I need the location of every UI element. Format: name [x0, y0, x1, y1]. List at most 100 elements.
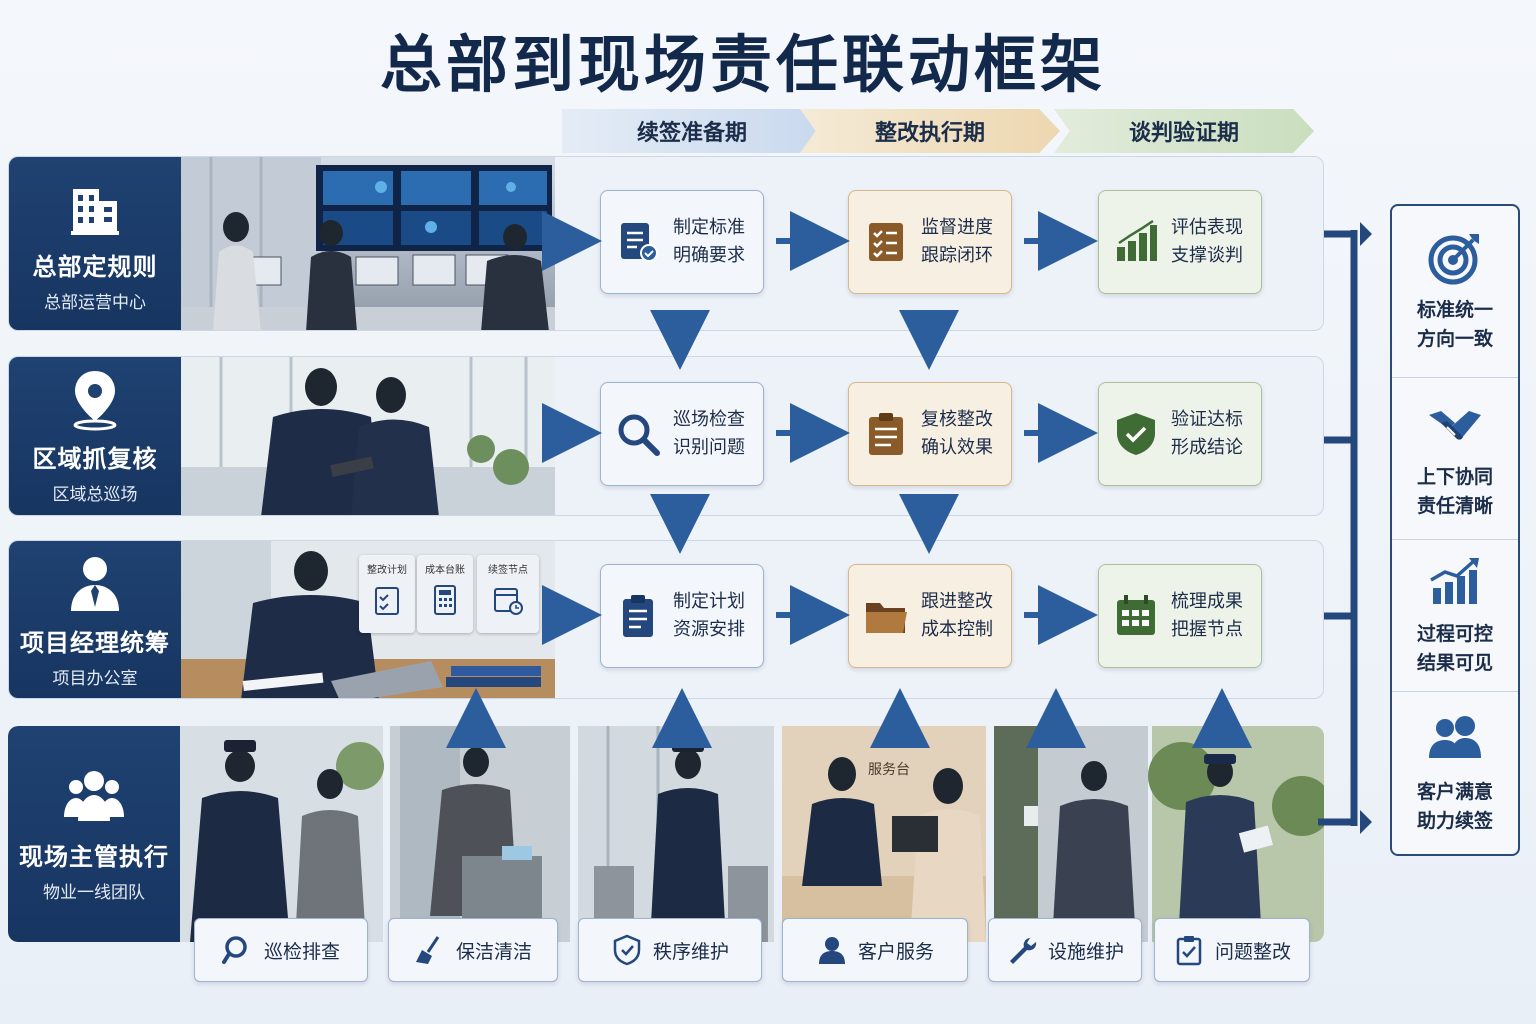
row-label-frontline: 现场主管执行 物业一线团队 [8, 726, 180, 942]
step-line: 评估表现 [1171, 217, 1243, 238]
row-title: 区域抓复核 [32, 445, 158, 473]
step-line: 识别问题 [673, 437, 745, 458]
row-label-headquarters: 总部定规则 总部运营中心 [9, 157, 181, 330]
building-icon [71, 188, 119, 235]
phase-header-rectification: 整改执行期 [800, 109, 1060, 153]
user-icon [818, 937, 845, 964]
outcome-item: 客户满意助力续签 [1392, 692, 1518, 856]
outcome-item: 标准统一方向一致 [1392, 206, 1518, 378]
row-subtitle: 总部运营中心 [44, 292, 146, 313]
security-shield-icon [613, 934, 641, 966]
row-title: 总部定规则 [32, 252, 158, 281]
team-icon [64, 771, 124, 821]
shield-check-icon [1117, 413, 1155, 455]
clipboard-icon [869, 413, 903, 455]
photo-security-patrol [180, 726, 384, 942]
step-make-plan[interactable]: 制定计划资源安排 [600, 564, 764, 668]
search-icon [221, 936, 247, 964]
frontline-photo-strip: 服务台 [180, 726, 1324, 942]
step-line: 成本控制 [921, 619, 993, 640]
step-line: 制定计划 [673, 591, 745, 612]
location-pin-icon [73, 371, 117, 431]
row-title: 现场主管执行 [19, 843, 169, 871]
photo-facility-maintenance [994, 726, 1148, 942]
step-evaluate-performance[interactable]: 评估表现支撑谈判 [1098, 190, 1262, 294]
task-facility-maintenance[interactable]: 设施维护 [988, 918, 1142, 982]
row-subtitle: 物业一线团队 [43, 883, 145, 903]
outcomes-panel: 标准统一方向一致 上下协同责任清晰 过程可控结果可见 客户满意助力续签 [1390, 204, 1520, 856]
step-line: 形成结论 [1171, 437, 1243, 458]
bar-chart-icon [1117, 219, 1157, 261]
horizontal-arrows [542, 211, 1098, 645]
pinned-card-renewal-milestone: 续签节点 [477, 555, 539, 633]
row-subtitle: 项目办公室 [52, 668, 138, 689]
step-supervise-progress[interactable]: 监督进度跟踪闭环 [848, 190, 1012, 294]
outcome-connector [1318, 230, 1358, 826]
row-label-region: 区域抓复核 区域总巡场 [9, 357, 181, 515]
trend-chart-icon [1430, 557, 1479, 604]
step-verify-compliance[interactable]: 验证达标形成结论 [1098, 382, 1262, 486]
step-line: 制定标准 [673, 217, 745, 238]
step-line: 监督进度 [921, 217, 993, 238]
phase-header-negotiation: 谈判验证期 [1054, 109, 1314, 153]
document-check-icon [621, 223, 658, 262]
phase-header-renewal-prep: 续签准备期 [562, 109, 822, 153]
step-sort-results[interactable]: 梳理成果把握节点 [1098, 564, 1262, 668]
step-review-rectification[interactable]: 复核整改确认效果 [848, 382, 1012, 486]
task-problem-rectification[interactable]: 问题整改 [1154, 918, 1310, 982]
pinned-card-rectification-plan: 整改计划 [359, 555, 415, 633]
step-set-standards[interactable]: 制定标准明确要求 [600, 190, 764, 294]
photo-project-office: 整改计划 成本台账 续签节点 [181, 541, 555, 698]
step-follow-up-rectification[interactable]: 跟进整改成本控制 [848, 564, 1012, 668]
manager-icon [71, 556, 119, 611]
magnifier-icon [618, 414, 660, 456]
task-customer-service[interactable]: 客户服务 [782, 918, 968, 982]
vertical-arrows [446, 310, 1252, 748]
wrench-icon [1009, 937, 1037, 964]
step-line: 验证达标 [1171, 409, 1243, 430]
step-line: 复核整改 [921, 409, 993, 430]
photo-operations-center [181, 157, 555, 330]
calculator-icon [434, 585, 456, 615]
checklist-icon [869, 223, 903, 261]
broom-icon [415, 936, 440, 964]
step-site-inspection[interactable]: 巡场检查识别问题 [600, 382, 764, 486]
handshake-icon [1429, 410, 1481, 440]
clipboard-check-icon [1176, 936, 1202, 966]
pinned-card-cost-ledger: 成本台账 [417, 555, 473, 633]
row-title: 项目经理统筹 [20, 628, 170, 657]
row-label-project: 项目经理统筹 项目办公室 [9, 541, 181, 698]
step-line: 梳理成果 [1171, 591, 1243, 612]
clipboard-list-icon [623, 595, 653, 637]
calendar-clock-icon [494, 588, 523, 615]
row-subtitle: 区域总巡场 [52, 485, 138, 505]
photo-regional-inspection [181, 357, 555, 515]
row-headquarters: 总部定规则 总部运营中心 [8, 156, 1324, 331]
photo-inspector [1148, 726, 1324, 942]
task-cleaning[interactable]: 保洁清洁 [388, 918, 558, 982]
step-line: 巡场检查 [673, 409, 745, 430]
step-line: 跟进整改 [921, 591, 993, 612]
step-line: 把握节点 [1171, 619, 1243, 640]
step-line: 确认效果 [921, 437, 993, 458]
row-frontline: 现场主管执行 物业一线团队 [8, 726, 1324, 942]
page-title: 总部到现场责任联动框架 [379, 28, 1106, 101]
step-line: 跟踪闭环 [921, 245, 993, 266]
step-line: 明确要求 [673, 245, 745, 266]
step-line: 支撑谈判 [1171, 245, 1243, 266]
calendar-icon [1117, 595, 1155, 635]
checklist-icon [375, 587, 399, 615]
photo-service-desk: 服务台 [782, 726, 986, 942]
row-region: 区域抓复核 区域总巡场 [8, 356, 1324, 516]
service-desk-sign: 服务台 [868, 762, 910, 778]
target-icon [1428, 233, 1479, 284]
task-inspection[interactable]: 巡检排查 [194, 918, 368, 982]
step-line: 资源安排 [673, 619, 745, 640]
folder-icon [866, 603, 907, 633]
task-order-maintenance[interactable]: 秩序维护 [578, 918, 762, 982]
outcome-item: 上下协同责任清晰 [1392, 378, 1518, 540]
outcome-item: 过程可控结果可见 [1392, 540, 1518, 692]
photo-cleaning [390, 726, 570, 942]
users-icon [1429, 716, 1481, 758]
